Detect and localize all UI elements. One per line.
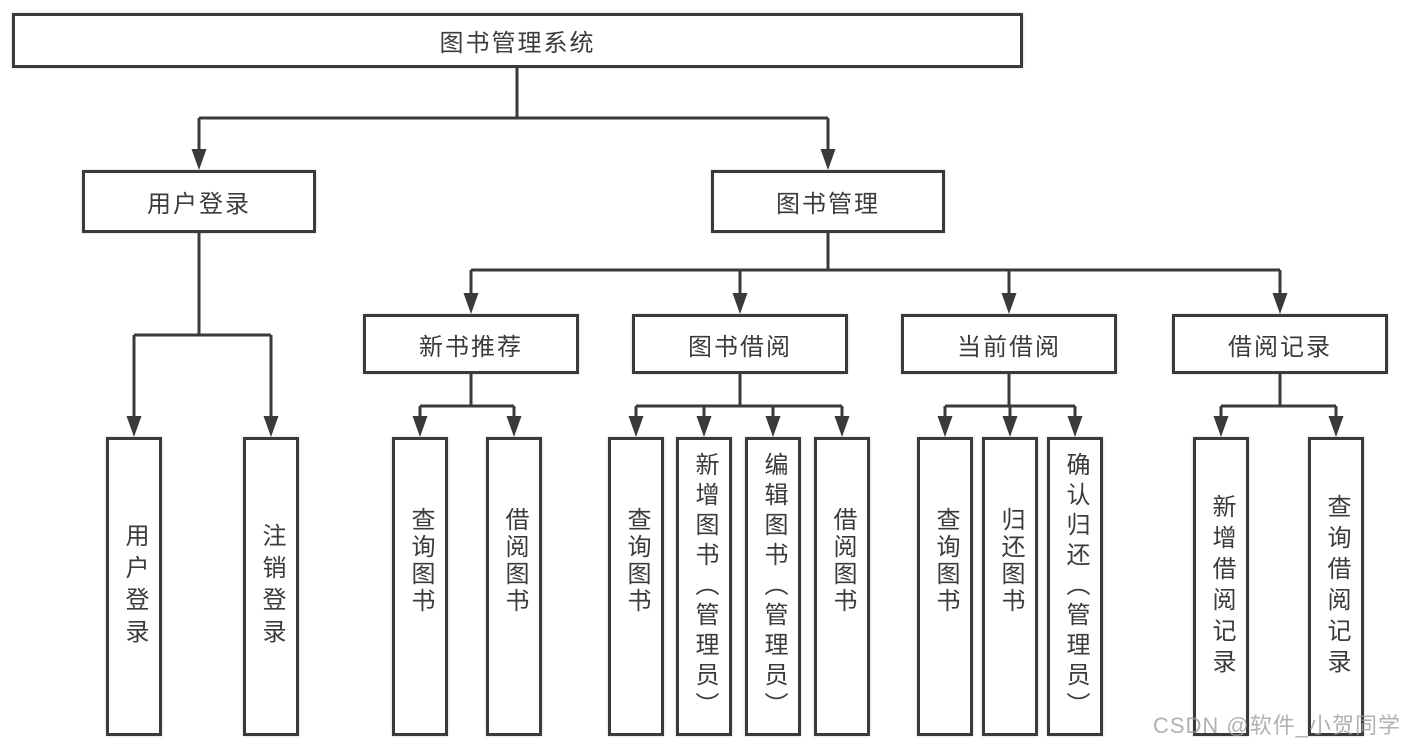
leaf-query-books-recommend: 查询图书 [392, 437, 448, 736]
connector-borrow-records-branch [1219, 374, 1338, 419]
leaf-logout-login-label: 注销登录 [257, 522, 285, 651]
connector-root-to-level2 [197, 68, 830, 150]
leaf-add-book-admin: 新增图书（管理员） [676, 437, 732, 736]
leaf-confirm-return-admin-label: 确认归还（管理员） [1061, 451, 1089, 722]
watermark: CSDN @软件_小贺同学 [1152, 713, 1401, 738]
leaf-user-login: 用户登录 [106, 437, 162, 736]
leaf-borrow-books-recommend: 借阅图书 [486, 437, 542, 736]
leaf-borrow-books-borrow: 借阅图书 [814, 437, 870, 736]
node-borrow-records: 借阅记录 [1172, 314, 1388, 374]
leaf-query-books-borrow: 查询图书 [608, 437, 664, 736]
node-book-management: 图书管理 [711, 170, 945, 233]
connector-book-management-branch [469, 233, 1282, 294]
leaf-return-book: 归还图书 [982, 437, 1038, 736]
leaf-query-borrow-record-label: 查询借阅记录 [1322, 493, 1350, 680]
node-root: 图书管理系统 [12, 13, 1023, 68]
leaf-query-books-current-label: 查询图书 [931, 506, 959, 615]
leaf-return-book-label: 归还图书 [996, 506, 1024, 615]
leaf-edit-book-admin-label: 编辑图书（管理员） [759, 451, 787, 722]
connector-current-borrow-branch [943, 374, 1077, 419]
node-user-login: 用户登录 [82, 170, 316, 233]
connector-book-borrow-branch [634, 374, 844, 419]
leaf-add-borrow-record: 新增借阅记录 [1193, 437, 1249, 736]
leaf-add-book-admin-label: 新增图书（管理员） [690, 451, 718, 722]
connector-user-login-branch [132, 233, 273, 418]
leaf-query-books-recommend-label: 查询图书 [406, 506, 434, 615]
node-new-book-recommend: 新书推荐 [363, 314, 579, 374]
leaf-logout-login: 注销登录 [243, 437, 299, 736]
node-book-borrow: 图书借阅 [632, 314, 848, 374]
leaf-query-books-borrow-label: 查询图书 [622, 506, 650, 615]
leaf-borrow-books-recommend-label: 借阅图书 [500, 506, 528, 615]
arrowheads [126, 149, 1344, 437]
leaf-edit-book-admin: 编辑图书（管理员） [745, 437, 801, 736]
node-current-borrow: 当前借阅 [901, 314, 1117, 374]
leaf-user-login-label: 用户登录 [120, 522, 148, 651]
leaf-borrow-books-borrow-label: 借阅图书 [828, 506, 856, 615]
leaf-query-books-current: 查询图书 [917, 437, 973, 736]
leaf-query-borrow-record: 查询借阅记录 [1308, 437, 1364, 736]
leaf-add-borrow-record-label: 新增借阅记录 [1207, 493, 1235, 680]
connector-new-book-branch [418, 374, 516, 419]
leaf-confirm-return-admin: 确认归还（管理员） [1047, 437, 1103, 736]
